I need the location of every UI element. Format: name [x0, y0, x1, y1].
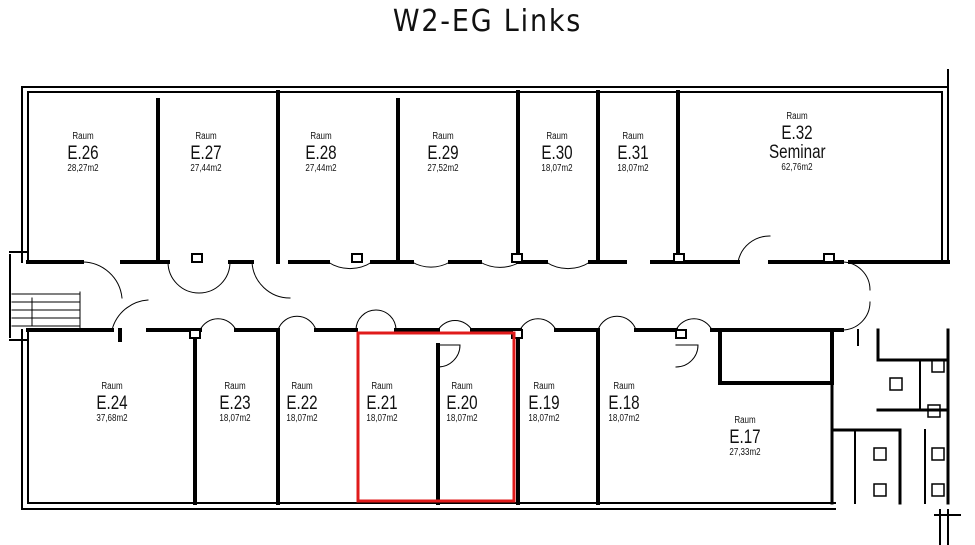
room-area: 18,07m2: [608, 413, 640, 424]
room-number: E.22: [286, 393, 318, 414]
room-area: 18,07m2: [541, 163, 573, 174]
sanitary-outline: [830, 328, 950, 505]
room-area: 37,68m2: [96, 413, 128, 424]
room-number: E.28: [305, 143, 337, 164]
room-label: Raum: [310, 131, 332, 142]
room-number: E.32: [781, 123, 813, 144]
room-area: 27,33m2: [729, 447, 761, 458]
room-label: Raum: [291, 381, 313, 392]
room-area: 27,44m2: [305, 163, 337, 174]
outer-wall-left-upper: [21, 86, 29, 263]
room-purpose: Seminar: [769, 142, 826, 163]
room-label: Raum: [224, 381, 246, 392]
room-number: E.18: [608, 393, 640, 414]
room-label: Raum: [546, 131, 568, 142]
plan-title: W2-EG Links: [392, 4, 583, 39]
room-area: 18,07m2: [219, 413, 251, 424]
room-number: E.21: [366, 393, 398, 414]
room-area: 18,07m2: [528, 413, 560, 424]
room-area: 18,07m2: [446, 413, 478, 424]
sanitary-walls: [854, 329, 926, 504]
room-label: Raum: [734, 415, 756, 426]
room-label: Raum: [451, 381, 473, 392]
room-number: E.30: [541, 143, 573, 164]
room-label: Raum: [195, 131, 217, 142]
staircase: [9, 251, 81, 341]
room-label: Raum: [786, 111, 808, 122]
room-number: E.20: [446, 393, 478, 414]
room-number: E.19: [528, 393, 560, 414]
room-area: 27,44m2: [190, 163, 222, 174]
room-label: Raum: [101, 381, 123, 392]
room-label: Raum: [533, 381, 555, 392]
partition-upper: [156, 90, 680, 264]
room-area: 62,76m2: [781, 162, 813, 173]
door-swings-upper: [81, 235, 871, 299]
room-number: E.24: [96, 393, 128, 414]
room-area: 28,27m2: [67, 163, 99, 174]
room-number: E.31: [617, 143, 649, 164]
storage-box: [718, 328, 834, 385]
door-swings-lower: [111, 299, 871, 368]
room-label: Raum: [622, 131, 644, 142]
room-label: Raum: [613, 381, 635, 392]
room-label: Raum: [72, 131, 94, 142]
room-number: E.23: [219, 393, 251, 414]
room-label: Raum: [432, 131, 454, 142]
room-number: E.17: [729, 427, 761, 448]
room-area: 18,07m2: [617, 163, 649, 174]
partition-lower: [193, 328, 600, 505]
highlight-frame: [356, 331, 516, 503]
room-area: 18,07m2: [366, 413, 398, 424]
room-number: E.26: [67, 143, 99, 164]
room-label: Raum: [371, 381, 393, 392]
stair-right: [934, 69, 961, 545]
columns: [189, 253, 835, 339]
outer-wall-left-lower: [21, 329, 29, 510]
outer-wall-top: [21, 86, 949, 93]
toilet-fixtures: [873, 359, 945, 497]
room-number: E.27: [190, 143, 222, 164]
room-number: E.29: [427, 143, 459, 164]
room-area: 27,52m2: [427, 163, 459, 174]
room-area: 18,07m2: [286, 413, 318, 424]
